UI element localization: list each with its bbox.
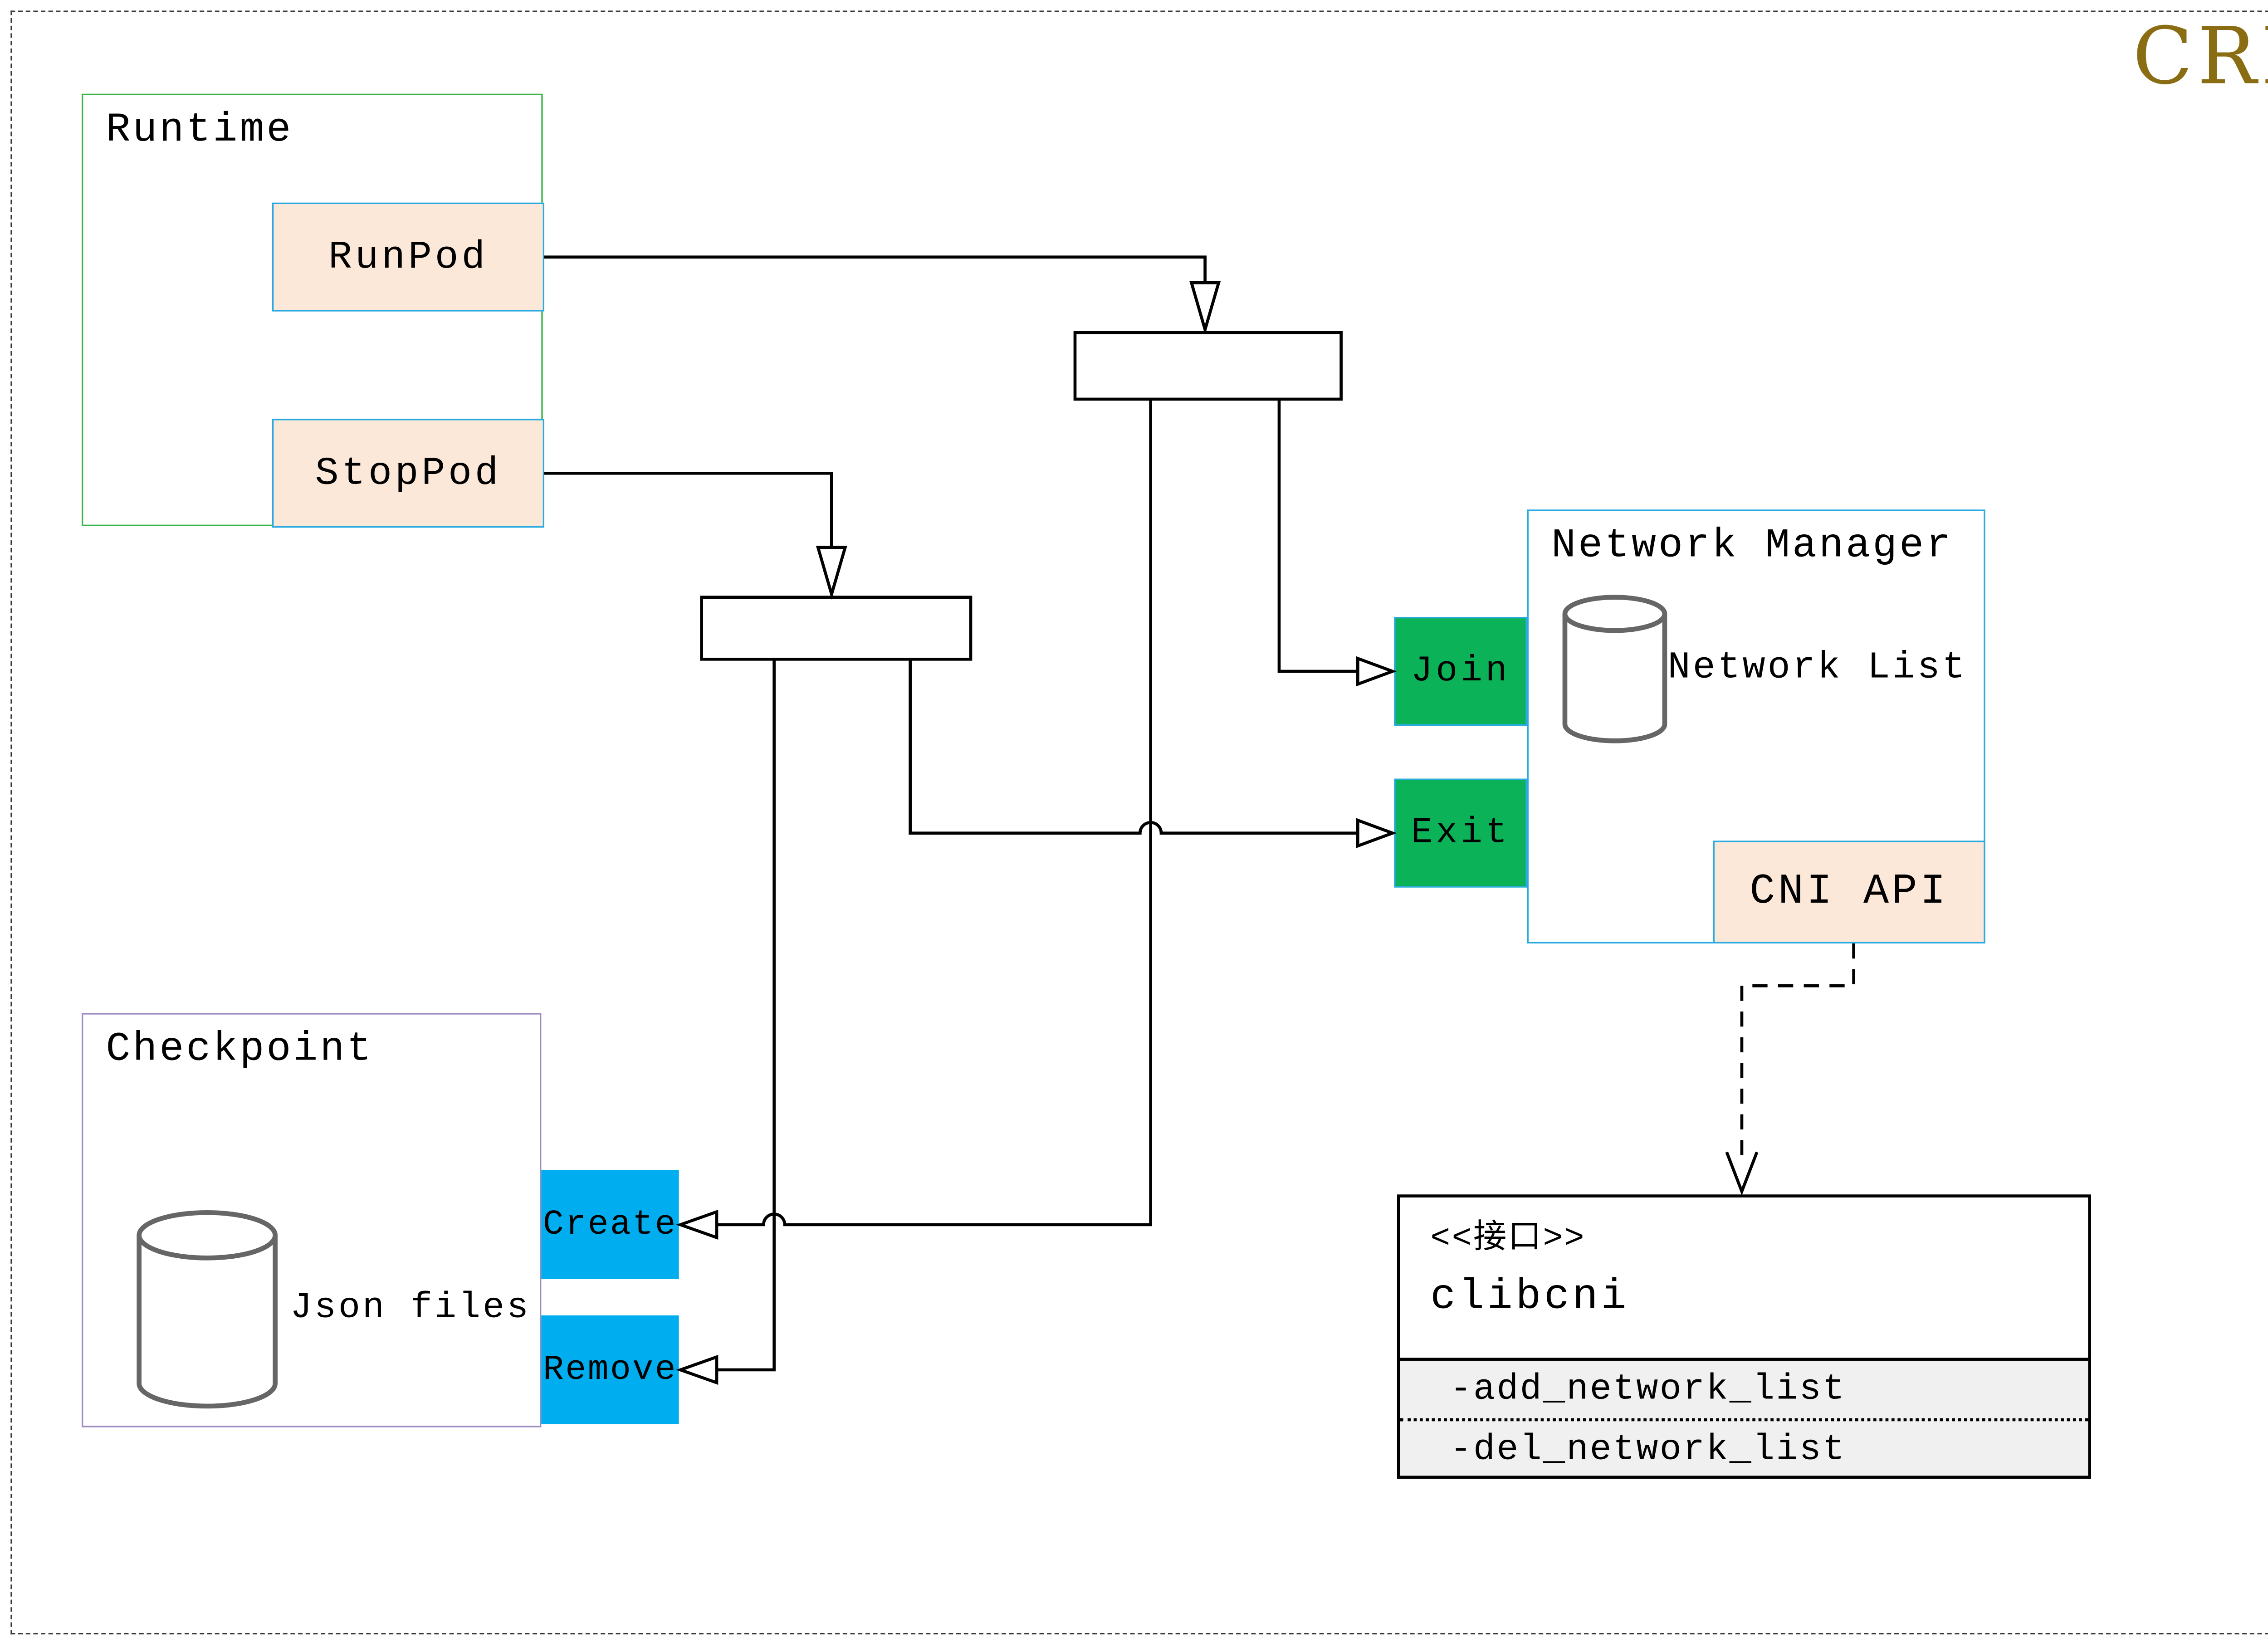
clibcni-name: clibcni xyxy=(1430,1274,1630,1322)
remove-label: Remove xyxy=(543,1350,678,1390)
clibcni-method-add: -add_network_list xyxy=(1450,1369,1846,1410)
network-list-label: Network List xyxy=(1667,645,1967,689)
create-label: Create xyxy=(543,1205,678,1245)
stoppod-box: StopPod xyxy=(272,419,544,528)
cni-api-box: CNI API xyxy=(1713,841,1985,943)
join-label: Join xyxy=(1411,650,1510,692)
clibcni-method-divider xyxy=(1400,1418,2088,1422)
clibcni-header: <<接口>> clibcni xyxy=(1400,1197,2088,1370)
clibcni-stereotype: <<接口>> xyxy=(1430,1220,1586,1258)
runpod-box: RunPod xyxy=(272,202,544,312)
clibcni-method-del: -del_network_list xyxy=(1450,1429,1846,1471)
stoppod-label: StopPod xyxy=(315,450,502,496)
clibcni-interface-box: <<接口>> clibcni -add_network_list -del_ne… xyxy=(1397,1194,2091,1479)
exit-label: Exit xyxy=(1411,812,1510,854)
checkpoint-box: Checkpoint xyxy=(81,1013,542,1427)
join-box: Join xyxy=(1394,616,1527,726)
clibcni-methods-section: -add_network_list -del_network_list xyxy=(1400,1358,2088,1476)
cni-api-label: CNI API xyxy=(1750,868,1949,916)
remove-box: Remove xyxy=(541,1315,679,1424)
junction-bar-runpod xyxy=(1073,331,1343,401)
exit-box: Exit xyxy=(1394,778,1527,888)
diagram-title: CRI xyxy=(2132,12,2268,103)
runpod-label: RunPod xyxy=(328,234,489,280)
junction-bar-stoppod xyxy=(700,596,973,661)
json-files-label: Json files xyxy=(290,1288,531,1329)
network-manager-label: Network Manager xyxy=(1551,524,1953,570)
checkpoint-label: Checkpoint xyxy=(106,1028,374,1074)
create-box: Create xyxy=(541,1170,679,1279)
page-dashed-border xyxy=(10,10,2268,1635)
runtime-label: Runtime xyxy=(106,108,293,154)
